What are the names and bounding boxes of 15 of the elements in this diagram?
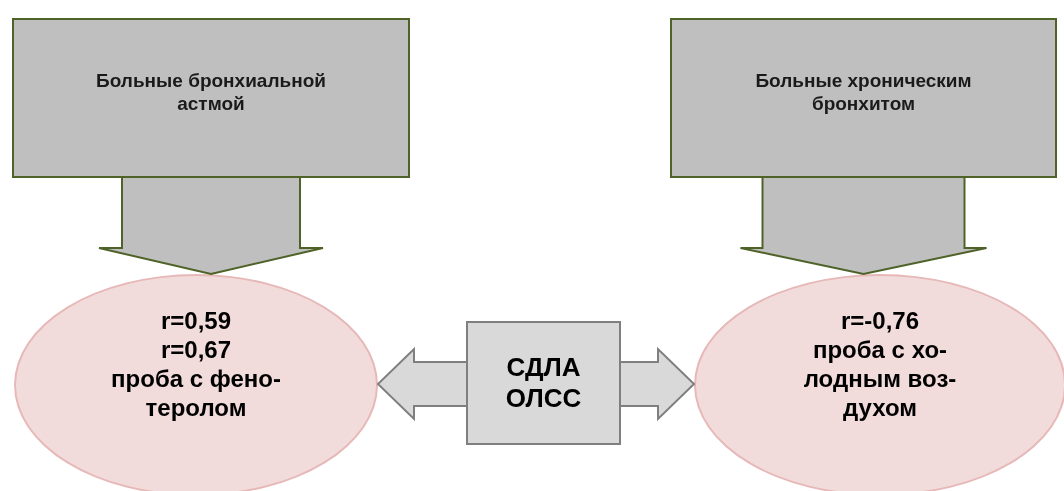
result-text: r=0,67 — [159, 336, 233, 365]
block-arrow — [98, 176, 324, 276]
callout-box — [670, 18, 1057, 178]
block-arrow — [619, 346, 696, 422]
parameter-box — [466, 321, 621, 445]
parameter-label: СДЛА ОЛСС — [504, 351, 583, 415]
group-label: Больные хроническим бронхитом — [754, 70, 973, 116]
result-text: проба с хо- лодным воз- духом — [802, 336, 958, 423]
callout-box — [12, 18, 410, 178]
group-label: Больные бронхиальной астмой — [95, 70, 327, 116]
result-text: r=0,59 — [159, 307, 233, 337]
block-arrow — [376, 346, 468, 422]
block-arrow — [739, 176, 988, 276]
result-text: r=-0,76 — [839, 307, 921, 337]
result-text: проба с фено- теролом — [110, 365, 282, 423]
